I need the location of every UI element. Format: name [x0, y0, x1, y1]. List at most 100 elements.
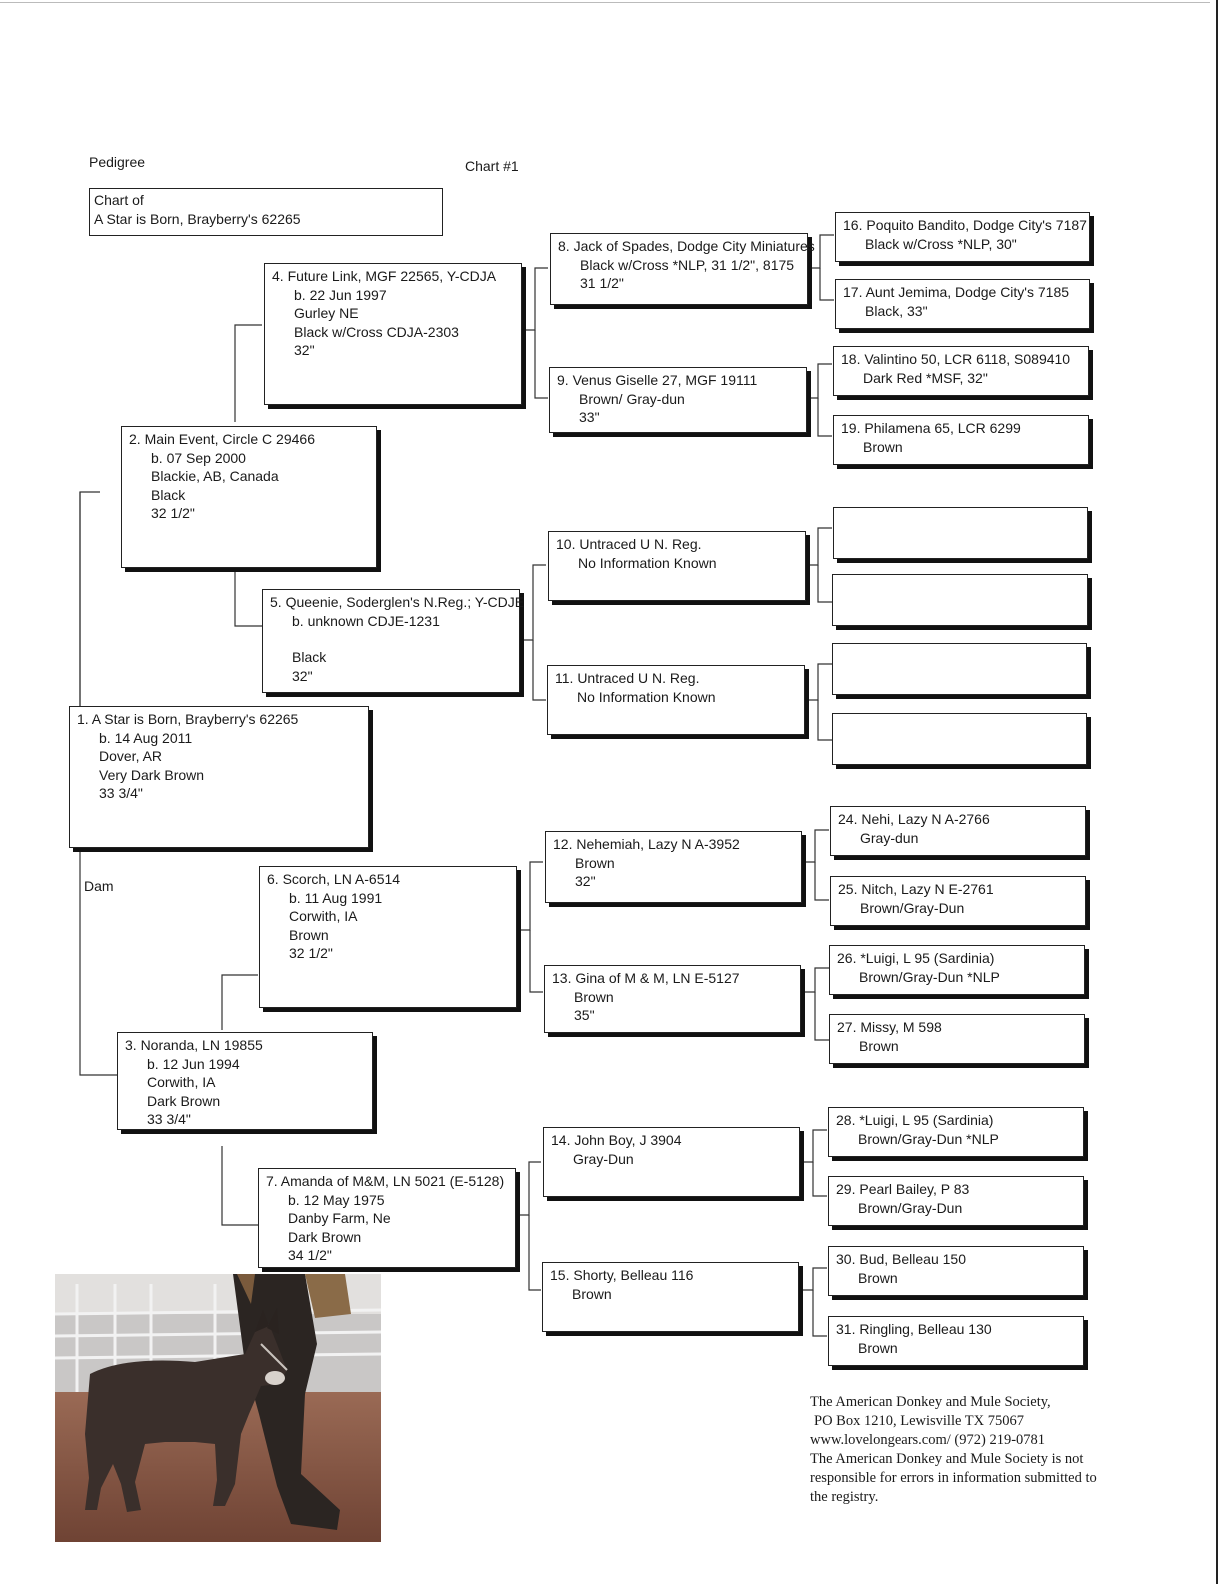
- society-web-phone: www.lovelongears.com/ (972) 219-0781: [810, 1432, 1046, 1448]
- entry-color: Dark Brown: [147, 1092, 221, 1109]
- entry-height: 32": [575, 873, 596, 889]
- entry-color: Brown/Gray-Dun: [858, 1199, 963, 1216]
- chart-of-label: Chart of: [94, 192, 144, 208]
- entry-detail: No Information Known: [578, 554, 717, 571]
- entry-color: Brown: [574, 988, 614, 1005]
- chart-of-name: A Star is Born, Brayberry's 62265: [94, 210, 301, 227]
- entry-detail: Black, 33": [865, 302, 928, 319]
- pedigree-entry-30: 30. Bud, Belleau 150 Brown: [828, 1246, 1084, 1296]
- society-disclaimer-3: the registry.: [810, 1489, 879, 1505]
- society-disclaimer-2: responsible for errors in information su…: [810, 1470, 1097, 1486]
- pedigree-entry-26: 26. *Luigi, L 95 (Sardinia) Brown/Gray-D…: [829, 945, 1085, 995]
- entry-title: 15. Shorty, Belleau 116: [550, 1267, 694, 1283]
- entry-detail: No Information Known: [577, 688, 716, 705]
- pedigree-entry-3: 3. Noranda, LN 19855 b. 12 Jun 1994 Corw…: [117, 1032, 373, 1130]
- pedigree-entry-27: 27. Missy, M 598 Brown: [829, 1014, 1085, 1064]
- pedigree-entry-22: [832, 643, 1087, 695]
- entry-title: 29. Pearl Bailey, P 83: [836, 1181, 970, 1197]
- entry-color: Brown: [289, 926, 329, 943]
- entry-detail: Black w/Cross *NLP, 31 1/2", 8175: [580, 256, 795, 273]
- society-info: The American Donkey and Mule Society, PO…: [810, 1393, 1160, 1507]
- pedigree-entry-31: 31. Ringling, Belleau 130 Brown: [828, 1316, 1084, 1366]
- entry-title: 26. *Luigi, L 95 (Sardinia): [837, 950, 995, 966]
- pedigree-entry-8: 8. Jack of Spades, Dodge City Miniatures…: [550, 233, 815, 305]
- entry-title: 30. Bud, Belleau 150: [836, 1251, 966, 1267]
- entry-height: 32": [292, 667, 313, 684]
- entry-height: 32 1/2": [151, 505, 195, 521]
- pedigree-title: Pedigree: [89, 154, 146, 170]
- pedigree-entry-6: 6. Scorch, LN A-6514 b. 11 Aug 1991 Corw…: [259, 866, 517, 1008]
- pedigree-entry-2: 2. Main Event, Circle C 29466 b. 07 Sep …: [121, 426, 377, 568]
- pedigree-entry-16: 16. Poquito Bandito, Dodge City's 7187 B…: [835, 212, 1090, 262]
- entry-color: Brown: [859, 1037, 899, 1054]
- entry-color: Gray-Dun: [573, 1150, 634, 1167]
- entry-height: 32 1/2": [289, 945, 333, 961]
- entry-height: 34 1/2": [288, 1247, 332, 1263]
- entry-color: Brown/Gray-Dun *NLP: [859, 968, 1000, 985]
- entry-detail: Dark Red *MSF, 32": [863, 369, 988, 386]
- pedigree-entry-5: 5. Queenie, Soderglen's N.Reg.; Y-CDJE b…: [262, 589, 524, 693]
- society-name: The American Donkey and Mule Society,: [810, 1394, 1051, 1410]
- entry-title: 14. John Boy, J 3904: [551, 1132, 682, 1148]
- entry-birth: b. 22 Jun 1997: [294, 286, 387, 303]
- entry-title: 13. Gina of M & M, LN E-5127: [552, 970, 740, 986]
- entry-height: 33 3/4": [99, 785, 143, 801]
- entry-title: 24. Nehi, Lazy N A-2766: [838, 811, 990, 827]
- entry-height: 32": [294, 342, 315, 358]
- entry-birth: b. 11 Aug 1991: [289, 889, 383, 906]
- pedigree-entry-21: [832, 574, 1088, 626]
- entry-color: Dark Brown: [288, 1228, 362, 1245]
- entry-color: Gray-dun: [860, 829, 919, 846]
- pedigree-entry-4: 4. Future Link, MGF 22565, Y-CDJA b. 22 …: [264, 263, 522, 405]
- pedigree-entry-29: 29. Pearl Bailey, P 83 Brown/Gray-Dun: [828, 1176, 1084, 1226]
- entry-title: 18. Valintino 50, LCR 6118, S089410: [841, 351, 1071, 367]
- entry-title: 11. Untraced U N. Reg.: [555, 670, 700, 686]
- pedigree-entry-17: 17. Aunt Jemima, Dodge City's 7185 Black…: [835, 279, 1090, 329]
- entry-title: 12. Nehemiah, Lazy N A-3952: [553, 836, 740, 852]
- entry-place: Danby Farm, Ne: [288, 1210, 391, 1226]
- entry-height: 35": [574, 1007, 595, 1023]
- chart-of-box: Chart of A Star is Born, Brayberry's 622…: [89, 188, 443, 236]
- entry-birth: b. unknown CDJE-1231: [292, 612, 440, 629]
- pedigree-entry-9: 9. Venus Giselle 27, MGF 19111 Brown/ Gr…: [549, 367, 807, 433]
- pedigree-entry-23: [832, 713, 1087, 765]
- entry-color: Very Dark Brown: [99, 766, 205, 783]
- page-edge: [1216, 0, 1218, 1584]
- entry-title: 3. Noranda, LN 19855: [125, 1037, 263, 1053]
- entry-title: 6. Scorch, LN A-6514: [267, 871, 401, 887]
- entry-birth: b. 07 Sep 2000: [151, 449, 246, 466]
- society-address: PO Box 1210, Lewisville TX 75067: [814, 1413, 1024, 1429]
- entry-birth: b. 12 May 1975: [288, 1191, 385, 1208]
- pedigree-entry-20: [833, 507, 1088, 559]
- pedigree-entry-11: 11. Untraced U N. Reg. No Information Kn…: [547, 665, 805, 735]
- entry-color: Black: [292, 649, 327, 665]
- entry-place: Corwith, IA: [147, 1074, 216, 1090]
- entry-color: Brown/ Gray-dun: [579, 390, 685, 407]
- entry-birth: b. 12 Jun 1994: [147, 1055, 240, 1072]
- entry-detail: Black w/Cross *NLP, 30": [865, 235, 1017, 252]
- chart-number: Chart #1: [465, 158, 519, 174]
- entry-color: Brown: [858, 1269, 898, 1286]
- entry-title: 16. Poquito Bandito, Dodge City's 7187: [843, 217, 1087, 233]
- entry-height: 33 3/4": [147, 1111, 191, 1127]
- entry-title: 28. *Luigi, L 95 (Sardinia): [836, 1112, 994, 1128]
- dam-label: Dam: [84, 878, 114, 894]
- entry-title: 1. A Star is Born, Brayberry's 62265: [77, 711, 299, 727]
- entry-title: 7. Amanda of M&M, LN 5021 (E-5128): [266, 1173, 505, 1189]
- entry-title: 8. Jack of Spades, Dodge City Miniatures: [558, 238, 815, 254]
- entry-title: 10. Untraced U N. Reg.: [556, 536, 702, 552]
- entry-color: Brown: [863, 438, 903, 455]
- entry-height: 31 1/2": [580, 275, 624, 291]
- entry-color: Brown: [858, 1339, 898, 1356]
- entry-place: Corwith, IA: [289, 908, 358, 924]
- pedigree-entry-14: 14. John Boy, J 3904 Gray-Dun: [543, 1127, 800, 1197]
- pedigree-entry-1: 1. A Star is Born, Brayberry's 62265 b. …: [69, 706, 369, 848]
- entry-place: Gurley NE: [294, 305, 359, 321]
- pedigree-entry-24: 24. Nehi, Lazy N A-2766 Gray-dun: [830, 806, 1086, 856]
- pedigree-entry-25: 25. Nitch, Lazy N E-2761 Brown/Gray-Dun: [830, 876, 1086, 926]
- society-disclaimer-1: The American Donkey and Mule Society is …: [810, 1451, 1084, 1467]
- entry-title: 9. Venus Giselle 27, MGF 19111: [557, 372, 758, 388]
- pedigree-entry-18: 18. Valintino 50, LCR 6118, S089410 Dark…: [833, 346, 1089, 396]
- entry-title: 27. Missy, M 598: [837, 1019, 942, 1035]
- entry-place: Dover, AR: [99, 748, 163, 764]
